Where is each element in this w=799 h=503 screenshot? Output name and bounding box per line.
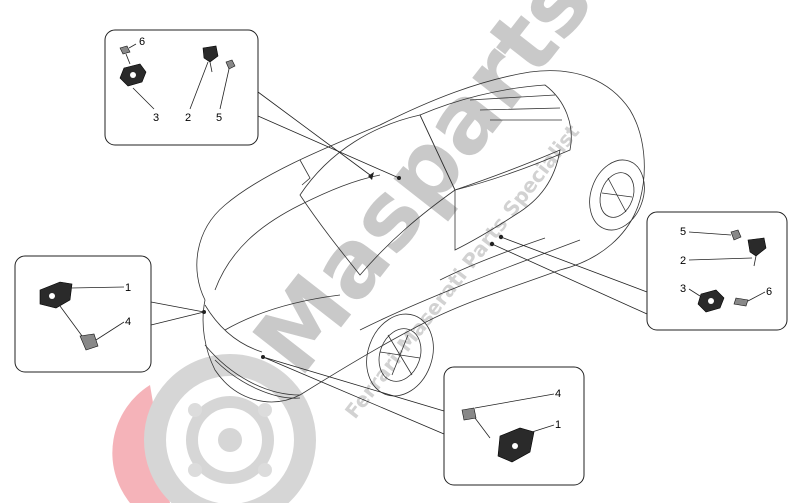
bolt-part — [119, 45, 131, 55]
callout-6: 6 — [139, 36, 145, 48]
sensor-part — [202, 45, 219, 63]
callout-3: 3 — [680, 283, 686, 295]
detail-box-bottom: 4 1 — [443, 366, 585, 486]
bolt-part — [79, 333, 99, 351]
car-illustration — [196, 70, 645, 403]
sensor-part — [39, 281, 73, 309]
nut-part — [730, 229, 742, 241]
nut-part — [225, 59, 236, 70]
detail-box-right: 5 2 3 6 — [646, 211, 788, 331]
watermark-logo — [112, 354, 316, 503]
callout-2: 2 — [680, 255, 686, 267]
detail-box-left: 1 4 — [14, 255, 152, 373]
bolt-part — [733, 297, 749, 307]
callout-1: 1 — [555, 419, 561, 431]
sensor-part — [747, 237, 767, 257]
callout-1: 1 — [125, 282, 131, 294]
leader-lines — [150, 91, 648, 435]
callout-5: 5 — [680, 226, 686, 238]
bolt-part — [461, 407, 477, 421]
callout-4: 4 — [555, 388, 561, 400]
callout-5: 5 — [216, 112, 222, 124]
callout-6: 6 — [766, 286, 772, 298]
callout-2: 2 — [185, 112, 191, 124]
callout-3: 3 — [153, 112, 159, 124]
detail-box-top-left: 6 3 2 5 — [104, 29, 259, 146]
callout-4: 4 — [125, 316, 131, 328]
